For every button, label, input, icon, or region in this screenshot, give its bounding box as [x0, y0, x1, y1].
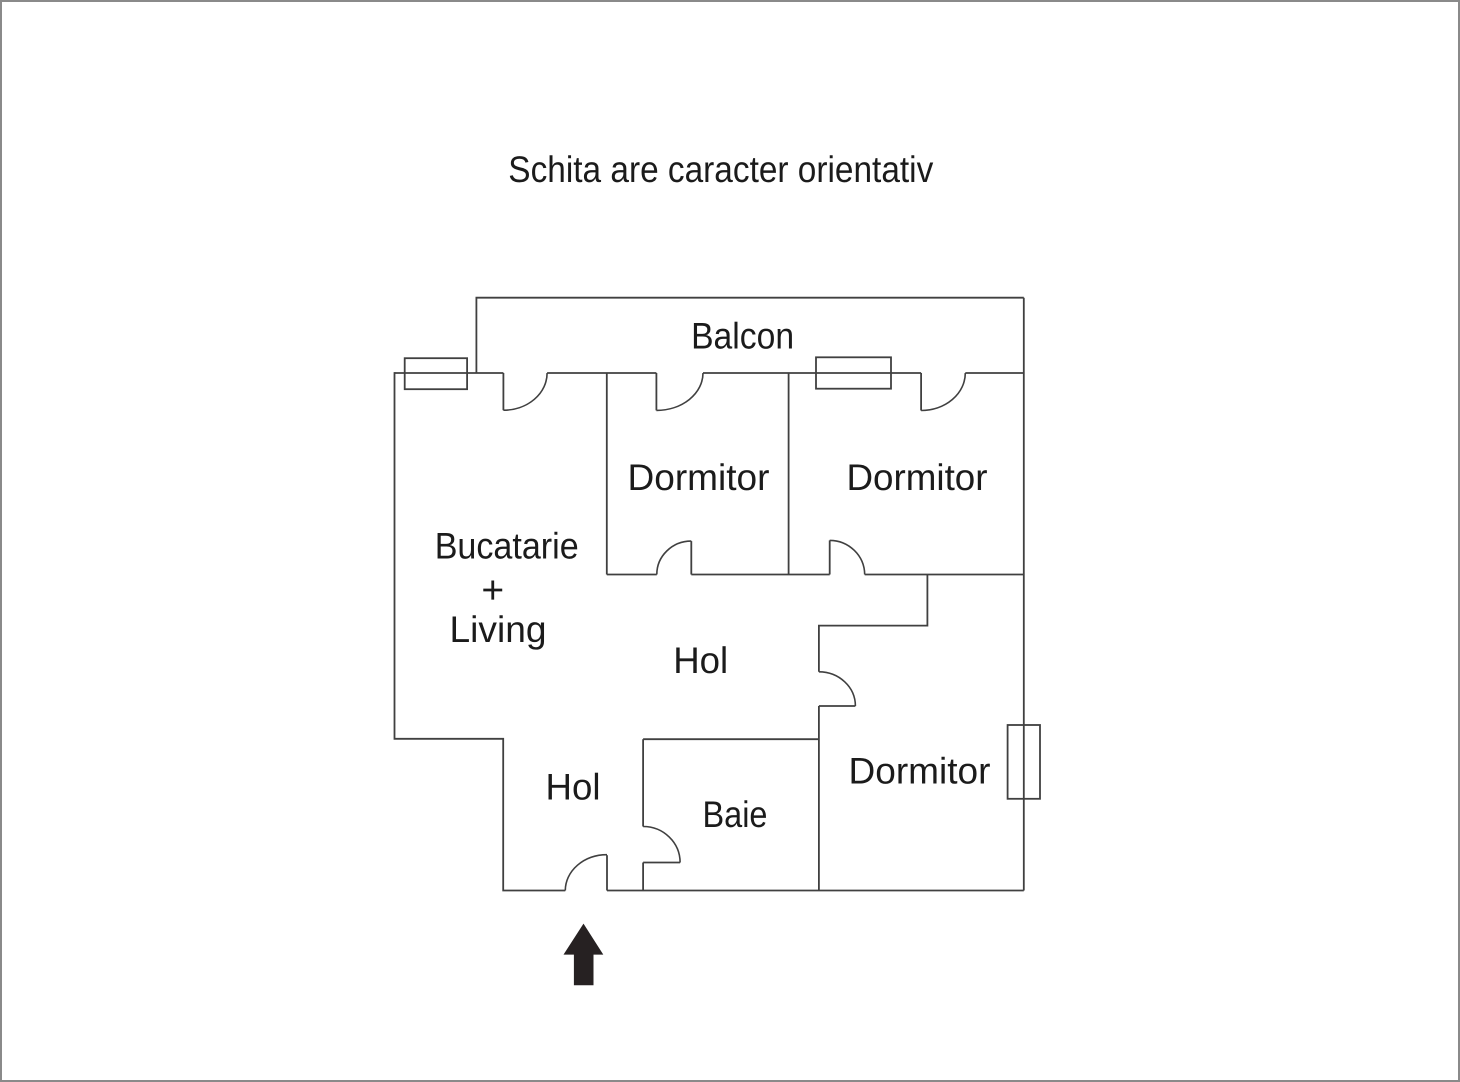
svg-text:Balcon: Balcon — [691, 316, 794, 357]
svg-text:Living: Living — [450, 609, 547, 650]
svg-text:+: + — [481, 569, 504, 612]
svg-text:Baie: Baie — [703, 794, 768, 835]
svg-text:Dormitor: Dormitor — [628, 457, 770, 498]
svg-text:Dormitor: Dormitor — [849, 751, 991, 792]
svg-text:Hol: Hol — [673, 640, 728, 681]
svg-text:Schita are caracter orientativ: Schita are caracter orientativ — [508, 149, 933, 190]
svg-text:Bucatarie: Bucatarie — [435, 526, 579, 567]
svg-text:Hol: Hol — [546, 766, 601, 807]
svg-text:Dormitor: Dormitor — [847, 457, 988, 498]
